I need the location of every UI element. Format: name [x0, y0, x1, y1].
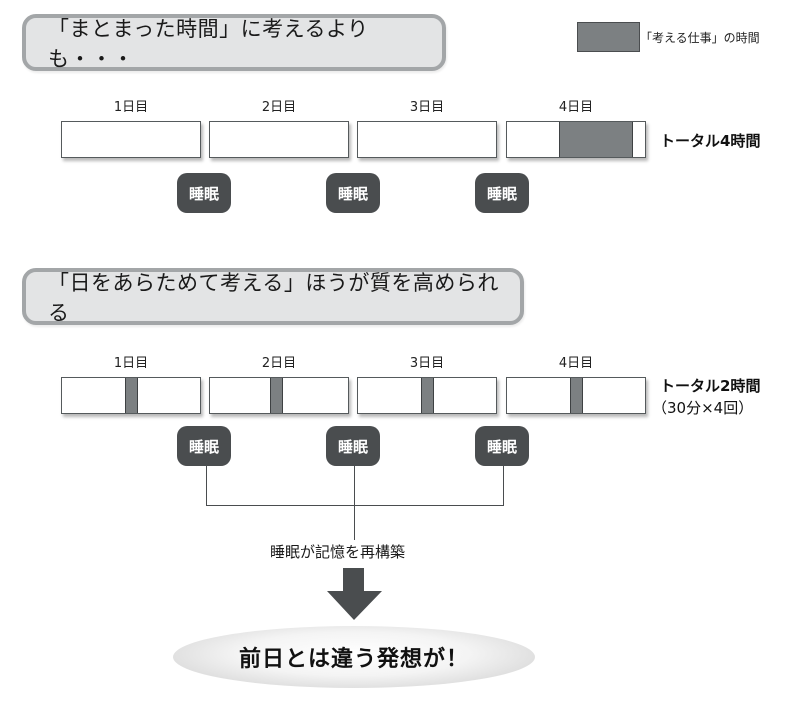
think-time-segment [125, 378, 138, 413]
sleep-badge: 睡眠 [475, 426, 529, 466]
legend-label: 「考える仕事」の時間 [640, 31, 760, 45]
down-arrow-icon [327, 568, 382, 620]
sleep-badge: 睡眠 [326, 426, 380, 466]
day-box [209, 121, 349, 158]
think-time-segment [570, 378, 583, 413]
connector-middle-vertical [354, 465, 355, 540]
sleep-caption: 睡眠が記憶を再構築 [270, 543, 406, 561]
day-label: 3日目 [409, 356, 445, 371]
day-label: 2日目 [261, 100, 297, 115]
day-label: 1日目 [113, 100, 149, 115]
section1-total: トータル4時間 [660, 132, 761, 150]
day-box [61, 121, 201, 158]
legend-think-swatch [577, 22, 640, 52]
conclusion-ellipse: 前日とは違う発想が！ [173, 626, 535, 688]
sleep-badge: 睡眠 [326, 173, 380, 213]
think-time-segment [270, 378, 283, 413]
day-label: 4日目 [558, 356, 594, 371]
think-time-segment [421, 378, 434, 413]
day-box [506, 377, 646, 414]
section2-total-breakdown: （30分×4回） [652, 399, 754, 417]
think-time-segment [558, 122, 633, 157]
section1-title-box: 「まとまった時間」に考えるよりも・・・ [22, 14, 446, 71]
day-label: 4日目 [558, 100, 594, 115]
section1-title: 「まとまった時間」に考えるよりも・・・ [48, 16, 369, 71]
day-label: 3日目 [409, 100, 445, 115]
day-label: 1日目 [113, 356, 149, 371]
section2-total: トータル2時間 [660, 377, 761, 395]
day-label: 2日目 [261, 356, 297, 371]
section2-title: 「日をあらためて考える」ほうが質を高められる [48, 270, 499, 325]
day-box [209, 377, 349, 414]
connector-horizontal [206, 505, 504, 506]
connector-left-vertical [206, 465, 207, 506]
conclusion-text: 前日とは違う発想が！ [238, 647, 469, 672]
day-box [506, 121, 646, 158]
sleep-badge: 睡眠 [177, 426, 231, 466]
sleep-badge: 睡眠 [475, 173, 529, 213]
day-box [357, 121, 497, 158]
section2-title-box: 「日をあらためて考える」ほうが質を高められる [22, 268, 524, 325]
sleep-badge: 睡眠 [177, 173, 231, 213]
day-box [61, 377, 201, 414]
day-box [357, 377, 497, 414]
connector-right-vertical [503, 465, 504, 506]
